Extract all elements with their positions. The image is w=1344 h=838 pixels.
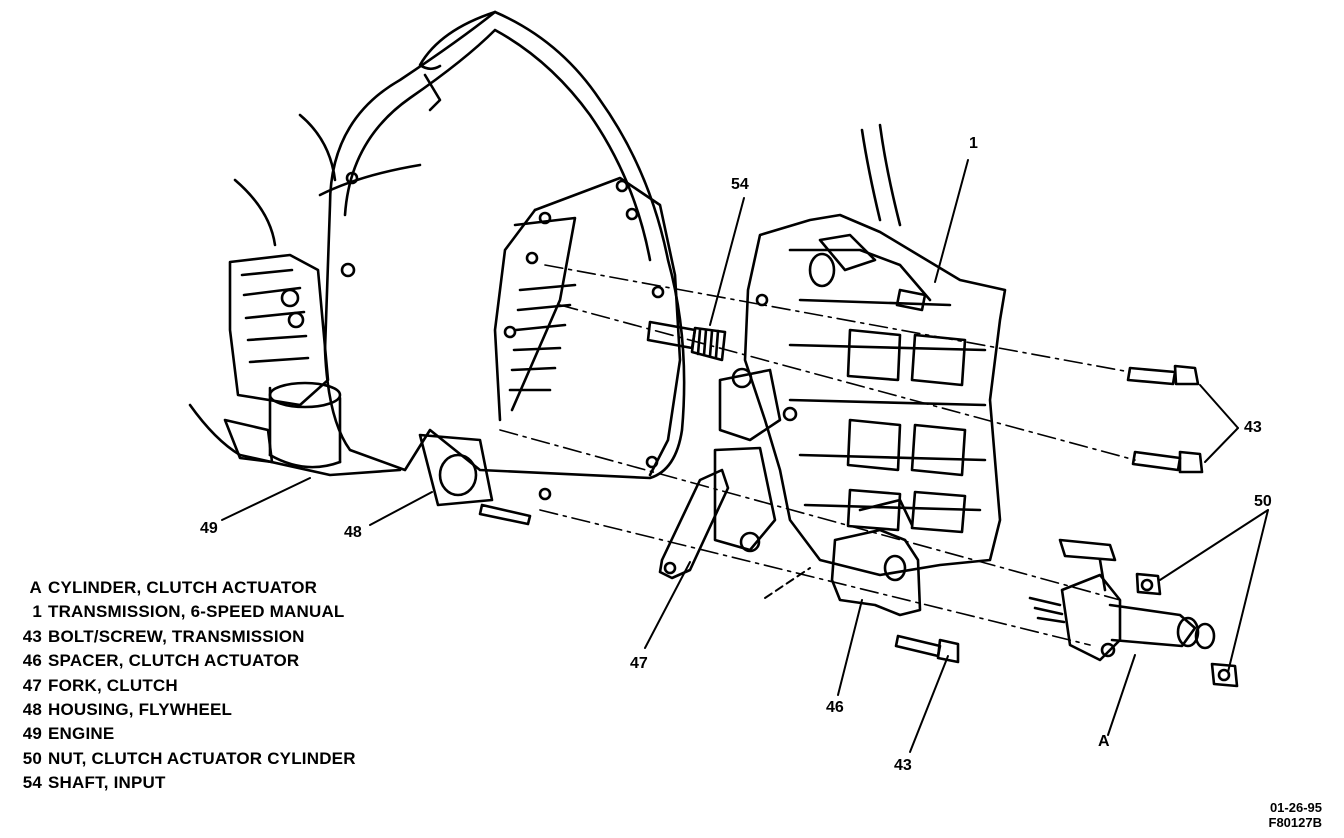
legend-description: NUT, CLUTCH ACTUATOR CYLINDER <box>48 748 356 768</box>
legend-description: FORK, CLUTCH <box>48 675 178 695</box>
callout-49: 49 <box>200 520 218 537</box>
legend-key: 54 <box>22 773 42 793</box>
legend-key: 1 <box>32 602 42 622</box>
legend-description: TRANSMISSION, 6-SPEED MANUAL <box>48 602 345 622</box>
callout-1: 1 <box>969 135 978 152</box>
clutch-actuator-spacer-drawing <box>830 498 922 617</box>
legend-key: 50 <box>22 748 42 768</box>
alignment-lines <box>499 264 1136 646</box>
figure-code: F80127B <box>1268 815 1322 830</box>
callout-46: 46 <box>826 699 844 716</box>
callout-54: 54 <box>731 176 749 193</box>
legend-key: 47 <box>22 675 42 695</box>
callout-48: 48 <box>344 524 362 541</box>
leader-lines <box>221 159 1269 753</box>
callout-43-bottom: 43 <box>894 757 912 774</box>
callout-A: A <box>1098 733 1110 750</box>
figure-date: 01-26-95 <box>1269 800 1322 815</box>
clutch-fork-drawing <box>658 468 730 580</box>
legend-description: ENGINE <box>48 724 115 744</box>
legend-description: CYLINDER, CLUTCH ACTUATOR <box>48 578 318 597</box>
legend-description: SPACER, CLUTCH ACTUATOR <box>48 651 300 671</box>
callout-43-right: 43 <box>1244 419 1262 436</box>
legend-description: HOUSING, FLYWHEEL <box>48 699 233 719</box>
legend-key: A <box>29 578 42 597</box>
legend-key: 48 <box>22 699 42 719</box>
legend-description: SHAFT, INPUT <box>48 773 166 793</box>
transmission-drawing <box>713 123 1007 577</box>
figure-identifier: 01-26-95 F80127B <box>1269 800 1322 830</box>
callout-47: 47 <box>630 655 648 672</box>
flywheel-housing-drawing <box>318 10 686 507</box>
legend-key: 43 <box>22 626 42 646</box>
input-shaft-drawing <box>646 320 727 362</box>
legend-key: 49 <box>22 724 42 744</box>
legend-description: BOLT/SCREW, TRANSMISSION <box>48 626 305 646</box>
callout-50: 50 <box>1254 493 1272 510</box>
legend-key: 46 <box>22 651 42 671</box>
clutch-actuator-cylinder-drawing <box>1028 538 1216 662</box>
engine-drawing <box>188 113 402 477</box>
